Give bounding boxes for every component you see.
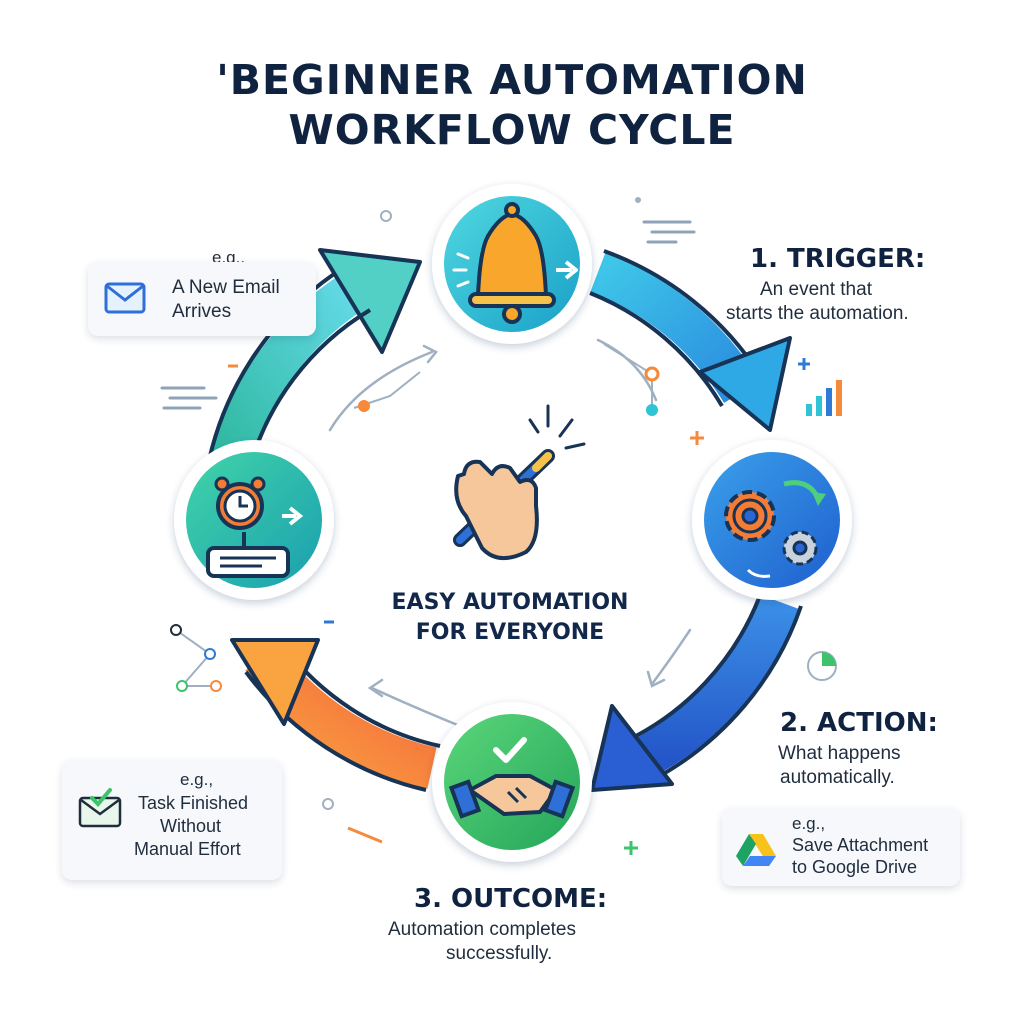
drive-example-line-2: to Google Drive (792, 857, 918, 877)
outcome-desc-line-1: Automation completes (388, 919, 576, 940)
drive-example-eg: e.g., (792, 814, 826, 833)
outcome-desc-line-2: successfully. (446, 943, 553, 964)
outcome-node (432, 702, 592, 862)
decorations (160, 197, 842, 855)
diagram-title-line-2: WORKFLOW CYCLE (288, 106, 736, 154)
center-label-line-2: FOR EVERYONE (415, 620, 605, 645)
outcome-title: 3. OUTCOME: (414, 884, 608, 914)
drive-example-card: e.g., Save Attachment to Google Drive (722, 808, 960, 886)
arrow-bottom-to-left (230, 638, 441, 792)
action-desc-line-1: What happens (778, 743, 901, 764)
drive-example-line-1: Save Attachment (792, 835, 929, 855)
action-node (692, 440, 852, 600)
email-example-line-1: A New Email (172, 277, 280, 298)
envelope-icon (104, 282, 146, 314)
task-example-card: e.g., Task Finished Without Manual Effor… (62, 760, 282, 880)
schedule-node (174, 440, 334, 600)
arrow-right-to-bottom (590, 594, 803, 792)
envelope-check-icon (78, 788, 122, 828)
alarm-clock-icon (206, 476, 304, 578)
center-label-line-1: EASY AUTOMATION (391, 590, 629, 615)
diagram-title-line-1: 'BEGINNER AUTOMATION (216, 56, 808, 104)
task-example-eg: e.g., (180, 770, 214, 789)
email-example-card: A New Email Arrives (88, 262, 316, 336)
arrow-top-to-right (589, 249, 792, 432)
handshake-icon (448, 737, 576, 819)
email-example-line-2: Arrives (172, 301, 232, 322)
trigger-node (432, 184, 592, 344)
google-drive-icon (736, 834, 776, 866)
magic-wand-hand-icon (453, 404, 586, 560)
trigger-title: 1. TRIGGER: (750, 244, 926, 274)
action-title: 2. ACTION: (780, 708, 938, 738)
task-example-line-1: Task Finished (138, 793, 249, 813)
task-example-line-3: Manual Effort (134, 839, 241, 859)
trigger-desc-line-1: An event that (760, 279, 872, 300)
action-desc-line-2: automatically. (780, 767, 895, 788)
trigger-desc-line-2: starts the automation. (726, 303, 909, 324)
bell-icon (452, 202, 578, 324)
gears-icon (724, 480, 826, 578)
task-example-line-2: Without (160, 816, 222, 836)
